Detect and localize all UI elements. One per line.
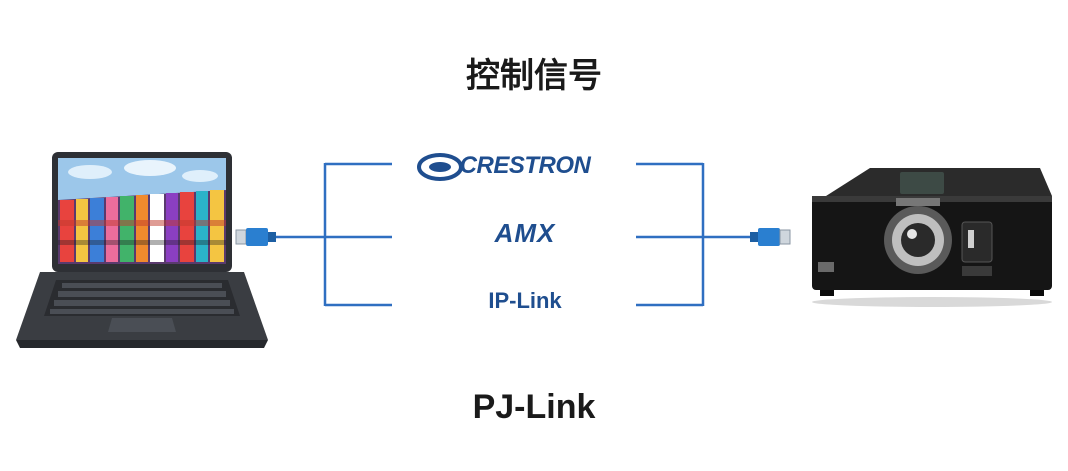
protocol-ip-link: IP-Link — [488, 288, 562, 313]
laptop-keyboard — [50, 283, 234, 314]
protocol-amx: AMX — [494, 218, 556, 248]
protocol-crestron: CRESTRON — [459, 152, 591, 179]
projector-icon — [812, 168, 1052, 307]
laptop-screen-pattern — [58, 190, 226, 264]
crestron-logo-icon — [417, 153, 463, 181]
diagram-title: 控制信号 — [466, 56, 602, 96]
connection-lines — [276, 162, 750, 307]
laptop-icon — [16, 152, 268, 348]
diagram-footer-title: PJ-Link — [472, 388, 596, 426]
ethernet-plug-icon — [750, 228, 791, 246]
ethernet-plug-icon — [235, 228, 276, 246]
